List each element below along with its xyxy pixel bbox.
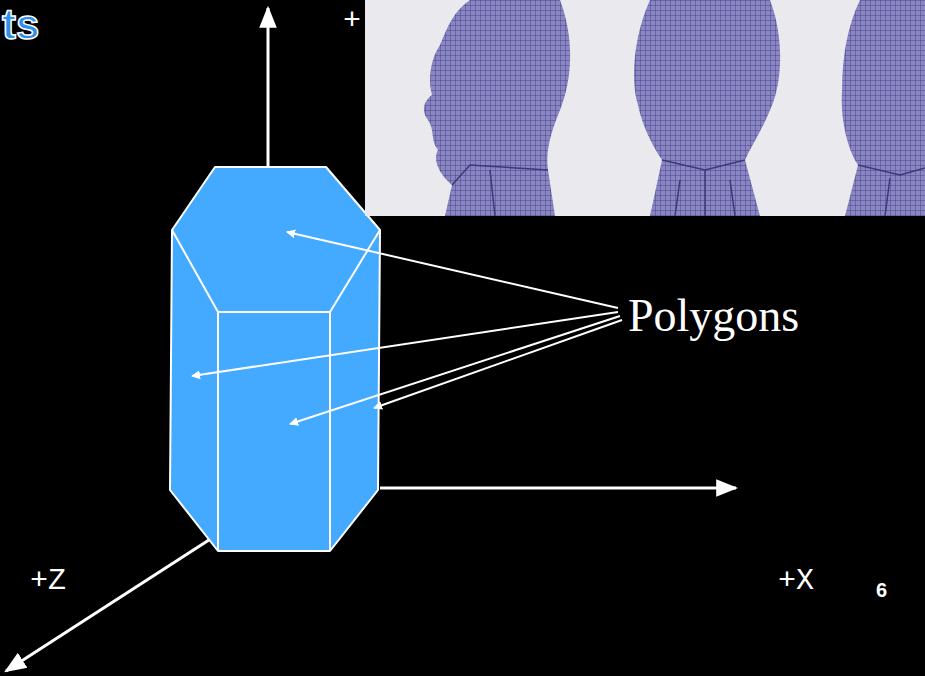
axis-label: + (343, 6, 361, 36)
axis-label: +X (778, 566, 814, 596)
wireframe-heads-photo (365, 0, 925, 216)
z-axis (6, 538, 212, 671)
y-axis (267, 8, 270, 166)
page-number: 6 (876, 580, 887, 600)
hexagonal-prism (170, 167, 380, 551)
leader-arrows (192, 232, 622, 424)
callout-label: Polygons (628, 293, 799, 339)
axis-label: +Z (30, 566, 66, 596)
x-axis (380, 487, 736, 490)
title-fragment: ts (2, 4, 39, 46)
